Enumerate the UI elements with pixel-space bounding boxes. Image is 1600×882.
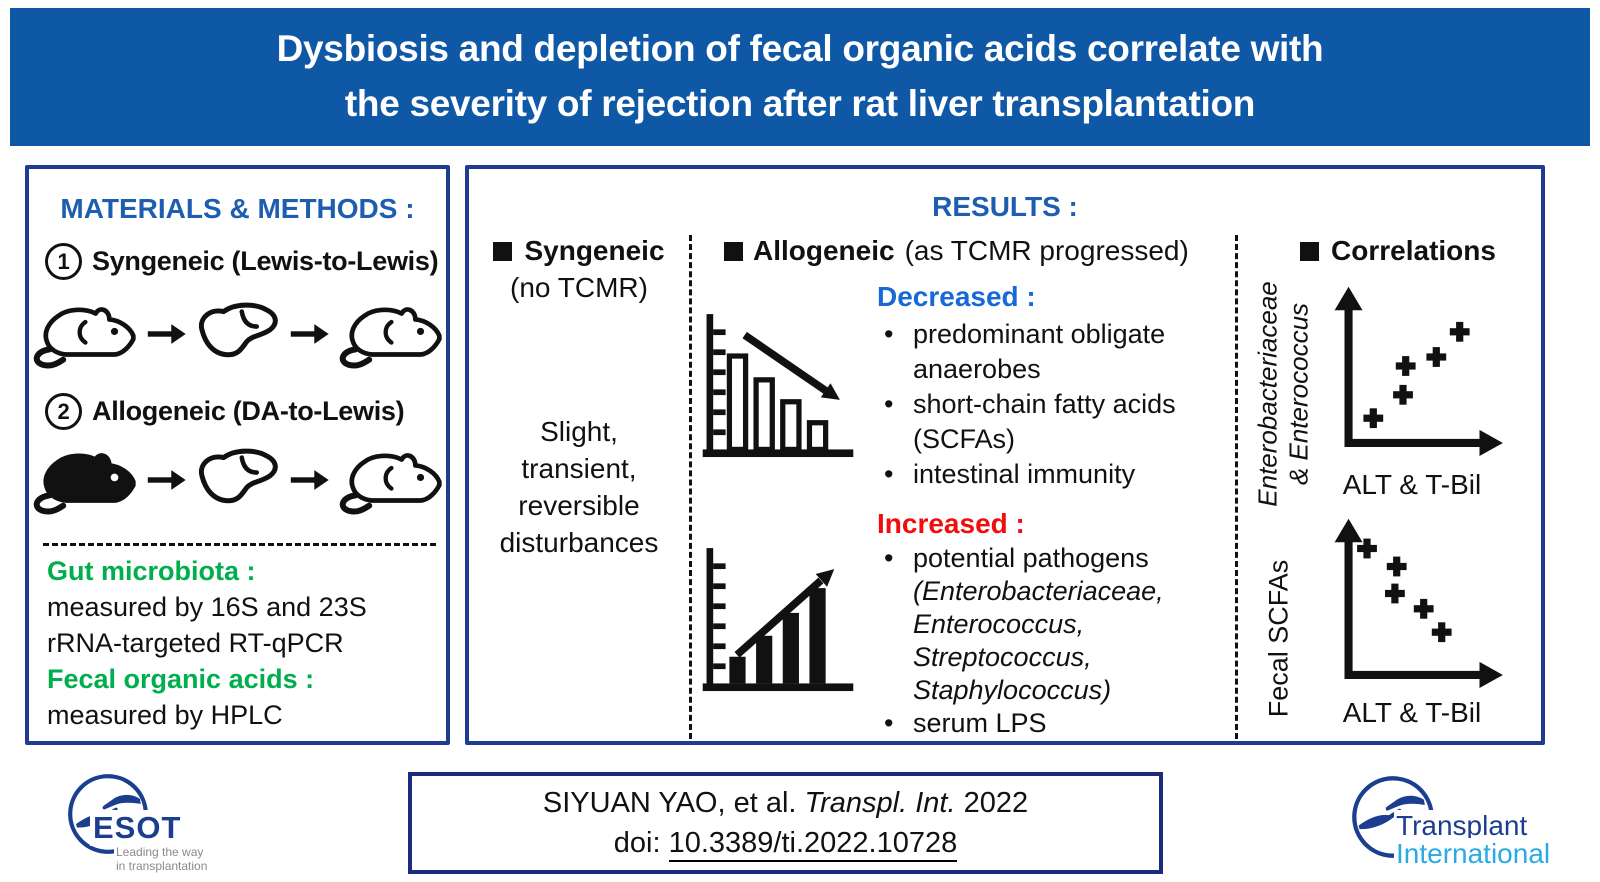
arrow-right-icon [147,324,186,344]
transplant-international-line-1: Transplant [1394,810,1530,842]
increased-item-text: potential pathogens [913,543,1149,573]
ylabel-line: Fecal SCFAs [1263,559,1294,718]
decreased-item: short-chain fatty acids (SCFAs) [877,387,1189,457]
dashed-divider [43,543,436,546]
increased-heading: Increased : [877,508,1025,539]
fecal-acids-heading: Fecal organic acids : [47,664,315,694]
decreased-list: predominant obligate anaerobes short-cha… [877,317,1189,492]
pathogen-name: (Enterobacteriaceae, [913,576,1164,606]
scatter2-y-axis-label: Fecal SCFAs [1244,521,1314,756]
esot-tagline: Leading the way in transplantation [114,845,210,873]
donor-rat-dark-icon [33,453,136,515]
esot-tagline-line-2: in transplantation [116,859,208,873]
square-bullet-icon [1300,241,1320,261]
recipient-rat-icon [339,307,442,369]
results-panel: RESULTS : Syngeneic (no TCMR) Slight, tr… [465,165,1545,745]
pathogen-name: Streptococcus, [913,642,1092,672]
decreasing-bar-chart-icon [702,314,854,458]
increased-item: serum LPS [877,707,1197,740]
allogeneic-label: Allogeneic [753,235,895,266]
doi-label: doi: [613,827,661,859]
ylabel-line: & Enterococcus [1284,302,1315,486]
transplant-international-line-2: International [1394,838,1553,870]
allogeneic-transplant-schematic [29,427,446,533]
syngeneic-desc-line: disturbances [499,527,659,558]
method-item-syngeneic: 1 Syngeneic (Lewis-to-Lewis) [45,243,439,280]
measurement-methods-text: Gut microbiota : measured by 16S and 23S… [47,553,367,733]
method-item-syngeneic-label: Syngeneic (Lewis-to-Lewis) [92,246,439,276]
correlations-label: Correlations [1331,235,1496,266]
gut-microbiota-heading: Gut microbiota : [47,556,256,586]
arrow-right-icon [147,470,186,490]
esot-tagline-line-1: Leading the way [116,845,204,859]
method-item-allogeneic: 2 Allogeneic (DA-to-Lewis) [45,393,405,430]
citation-box: SIYUAN YAO, et al. Transpl. Int. 2022 do… [408,772,1163,874]
citation-line-2: doi: 10.3389/ti.2022.10728 [412,827,1159,862]
donor-rat-icon [33,307,136,369]
esot-logo: ESOT Leading the way in transplantation [66,770,306,875]
transplant-international-logo: Transplant International [1350,772,1595,877]
increased-list: potential pathogens (Enterobacteriaceae,… [877,542,1197,740]
citation-year: 2022 [963,787,1029,819]
citation-line-1: SIYUAN YAO, et al. Transpl. Int. 2022 [412,787,1159,820]
decreased-item: intestinal immunity [877,457,1189,492]
recipient-rat-icon [339,453,442,515]
pathogen-name: Enterococcus, [913,609,1085,639]
liver-icon [198,448,278,504]
arrow-right-icon [290,470,329,490]
materials-methods-panel: MATERIALS & METHODS : 1 Syngeneic (Lewis… [25,165,450,745]
title-line-1: Dysbiosis and depletion of fecal organic… [276,28,1324,69]
gut-microbiota-line-1: measured by 16S and 23S [47,592,367,622]
positive-correlation-scatter-icon [1334,286,1503,456]
gut-microbiota-line-2: rRNA-targeted RT-qPCR [47,628,344,658]
scatter2-x-axis-label: ALT & T-Bil [1342,697,1482,728]
results-heading: RESULTS : [932,191,1078,222]
doi-link[interactable]: 10.3389/ti.2022.10728 [668,827,958,862]
title-banner: Dysbiosis and depletion of fecal organic… [10,8,1590,146]
dashed-column-divider [689,235,692,739]
circled-number-2-icon: 2 [45,393,82,430]
liver-icon [198,302,278,358]
esot-name: ESOT [90,810,185,846]
scatter1-y-axis-label: Enterobacteriaceae & Enterococcus [1242,264,1326,524]
square-bullet-icon [493,241,513,261]
increasing-bar-chart-icon [702,548,854,692]
syngeneic-label: Syngeneic [524,235,665,266]
materials-methods-heading: MATERIALS & METHODS : [60,193,415,224]
correlations-column-header: Correlations [1247,235,1549,267]
fecal-acids-line-1: measured by HPLC [47,700,283,730]
citation-journal: Transpl. Int. [804,787,956,819]
arrow-right-icon [290,324,329,344]
dashed-column-divider [1235,235,1238,739]
square-bullet-icon [724,241,743,261]
syngeneic-desc-line: transient, [521,453,637,484]
syngeneic-desc-line: reversible [518,490,640,521]
syngeneic-transplant-schematic [29,281,446,387]
decreased-heading: Decreased : [877,281,1036,312]
syngeneic-subtitle: (no TCMR) [510,272,648,303]
allogeneic-subtitle: (as TCMR progressed) [904,235,1189,266]
title-line-2: the severity of rejection after rat live… [344,83,1256,124]
scatter1-x-axis-label: ALT & T-Bil [1342,469,1482,500]
syngeneic-desc-line: Slight, [540,416,618,447]
increased-item: potential pathogens (Enterobacteriaceae,… [877,542,1197,707]
pathogen-name: Staphylococcus) [913,675,1112,705]
syngeneic-description: Slight, transient, reversible disturbanc… [469,413,689,561]
decreased-item: predominant obligate anaerobes [877,317,1189,387]
citation-authors: SIYUAN YAO, et al. [542,787,797,819]
method-item-allogeneic-label: Allogeneic (DA-to-Lewis) [92,396,405,426]
negative-correlation-scatter-icon [1334,518,1503,688]
circled-number-1-icon: 1 [45,243,82,280]
allogeneic-column-header: Allogeneic (as TCMR progressed) [724,235,1189,267]
ylabel-line: Enterobacteriaceae [1253,281,1284,507]
syngeneic-column-header: Syngeneic [469,235,689,267]
